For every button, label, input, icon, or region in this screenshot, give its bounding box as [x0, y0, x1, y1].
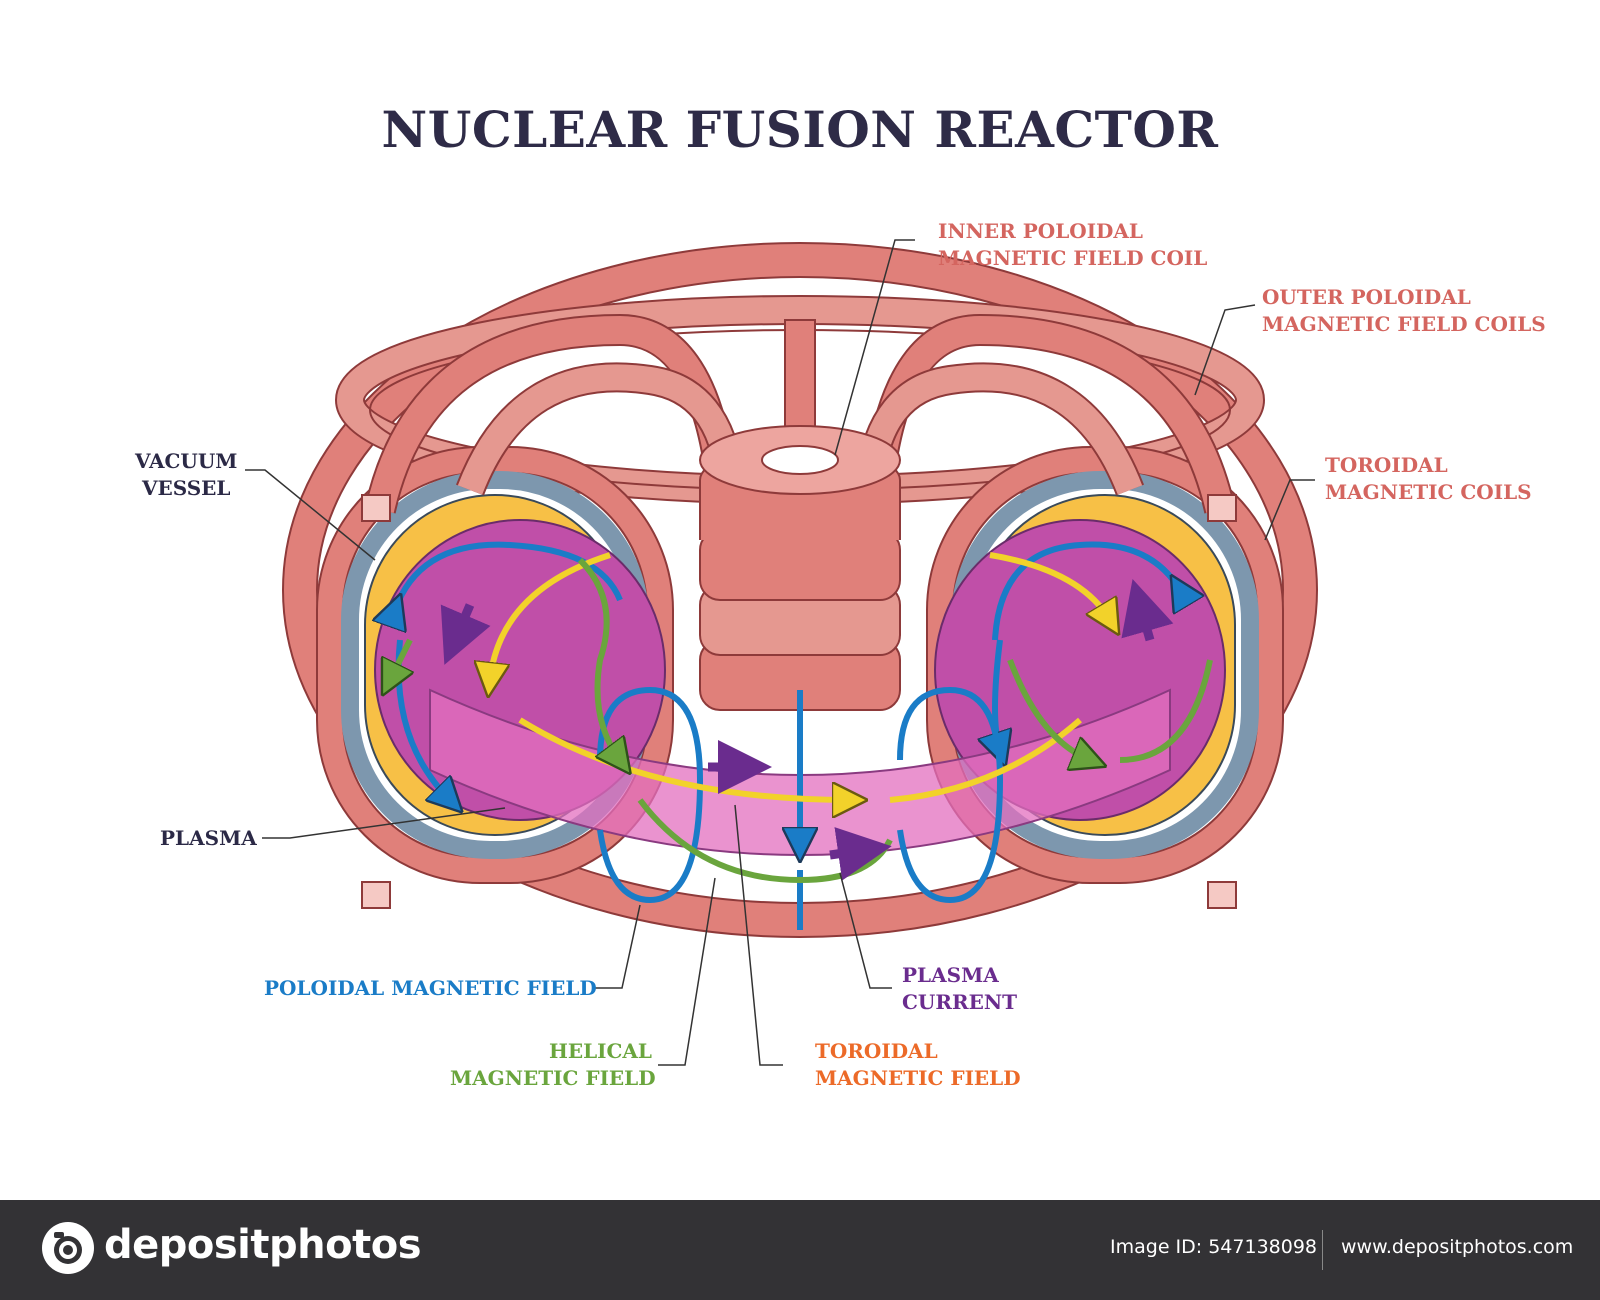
label-plasma-current: PLASMA CURRENT: [902, 962, 1017, 1016]
label-outer-poloidal-coils: OUTER POLOIDAL MAGNETIC FIELD COILS: [1262, 284, 1546, 338]
leader-plasma-current: [839, 872, 892, 989]
image-id: Image ID: 547138098: [1110, 1236, 1318, 1258]
label-plasma-current-line1: PLASMA: [902, 963, 999, 987]
label-helical-line2: MAGNETIC FIELD: [450, 1066, 656, 1090]
leader-toroidal-coils: [1264, 479, 1315, 541]
label-plasma: PLASMA: [160, 826, 257, 850]
footer-divider: [1322, 1230, 1323, 1270]
site-url[interactable]: www.depositphotos.com: [1341, 1236, 1574, 1258]
camera-icon: [42, 1222, 94, 1274]
label-inner-poloidal-coil-line1: INNER POLOIDAL: [938, 219, 1143, 243]
leader-vacuum-vessel: [245, 469, 376, 561]
label-plasma-current-line2: CURRENT: [902, 990, 1018, 1014]
label-toroidal-field-line2: MAGNETIC FIELD: [815, 1066, 1021, 1090]
leader-outer-coils: [1194, 304, 1256, 396]
leader-plasma: [262, 807, 506, 839]
label-toroidal-field-line1: TOROIDAL: [815, 1039, 938, 1063]
label-poloidal-magnetic-field: POLOIDAL MAGNETIC FIELD: [264, 976, 597, 1000]
leader-inner-coil: [834, 239, 915, 456]
leader-poloidal-field: [595, 904, 641, 989]
label-outer-poloidal-coils-line2: MAGNETIC FIELD COILS: [1262, 312, 1546, 336]
label-toroidal-magnetic-coils: TOROIDAL MAGNETIC COILS: [1325, 452, 1532, 506]
label-outer-poloidal-coils-line1: OUTER POLOIDAL: [1262, 285, 1471, 309]
page-title: NUCLEAR FUSION REACTOR: [381, 100, 1219, 159]
toroidal-field-lines: [490, 552, 1110, 800]
plasma-current-arrows: [440, 579, 1174, 881]
label-helical-magnetic-field: HELICAL MAGNETIC FIELD: [450, 1038, 656, 1092]
toroidal-coils-top-arches: [364, 313, 1236, 514]
footer-bar: depositphotos Image ID: 547138098 www.de…: [0, 1200, 1600, 1300]
central-solenoid: [699, 319, 901, 711]
label-toroidal-coils-line1: TOROIDAL: [1325, 453, 1448, 477]
brand-name: depositphotos: [104, 1222, 422, 1268]
label-toroidal-coils-line2: MAGNETIC COILS: [1325, 480, 1532, 504]
leader-helical-field: [658, 877, 716, 1066]
coil-end-blocks: [361, 494, 1237, 909]
label-helical-line1: HELICAL: [548, 1039, 652, 1063]
leader-toroidal-field: [734, 804, 783, 1066]
leader-lines: [245, 239, 1315, 1066]
plasma-torus-front: [429, 688, 1171, 856]
label-inner-poloidal-coil-line2: MAGNETIC FIELD COIL: [938, 246, 1208, 270]
label-vacuum-vessel: VACUUM VESSEL: [135, 448, 237, 502]
label-vacuum-vessel-line2: VESSEL: [141, 476, 231, 500]
poloidal-field-loops: [395, 541, 1180, 930]
label-toroidal-magnetic-field: TOROIDAL MAGNETIC FIELD: [815, 1038, 1021, 1092]
label-inner-poloidal-coil: INNER POLOIDAL MAGNETIC FIELD COIL: [938, 218, 1207, 272]
label-vacuum-vessel-line1: VACUUM: [135, 449, 238, 473]
fusion-reactor-diagram: [245, 239, 1318, 1066]
